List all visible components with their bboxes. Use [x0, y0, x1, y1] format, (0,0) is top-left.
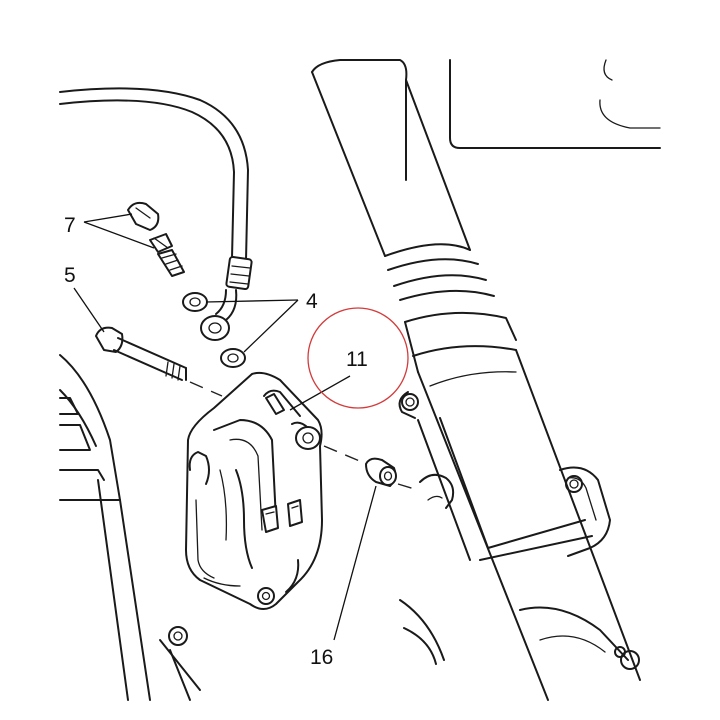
upper-right-housing: [449, 59, 661, 149]
callout-11: 11: [346, 348, 368, 371]
washer-lower: [220, 348, 246, 368]
red-circle-highlight: [307, 307, 409, 409]
bolt-alignment-line: [189, 381, 223, 397]
brake-caliper: [185, 371, 323, 610]
washer-upper: [182, 292, 208, 312]
callout-5: 5: [64, 264, 76, 287]
caliper-pin-bushing: [365, 457, 397, 487]
brake-hose: [59, 87, 253, 341]
callout-4: 4: [306, 290, 318, 313]
pin-alignment-line: [323, 445, 363, 463]
wheel-disc-left: [59, 354, 201, 701]
bleed-valve: [127, 201, 185, 277]
leader-lines: [73, 213, 377, 641]
callout-7: 7: [64, 214, 76, 237]
fork-leg: [311, 59, 641, 701]
pin-to-fork-line: [397, 483, 419, 491]
caliper-bolt: [95, 326, 187, 381]
fork-lower-tube: [398, 391, 626, 665]
callout-16: 16: [310, 646, 333, 669]
